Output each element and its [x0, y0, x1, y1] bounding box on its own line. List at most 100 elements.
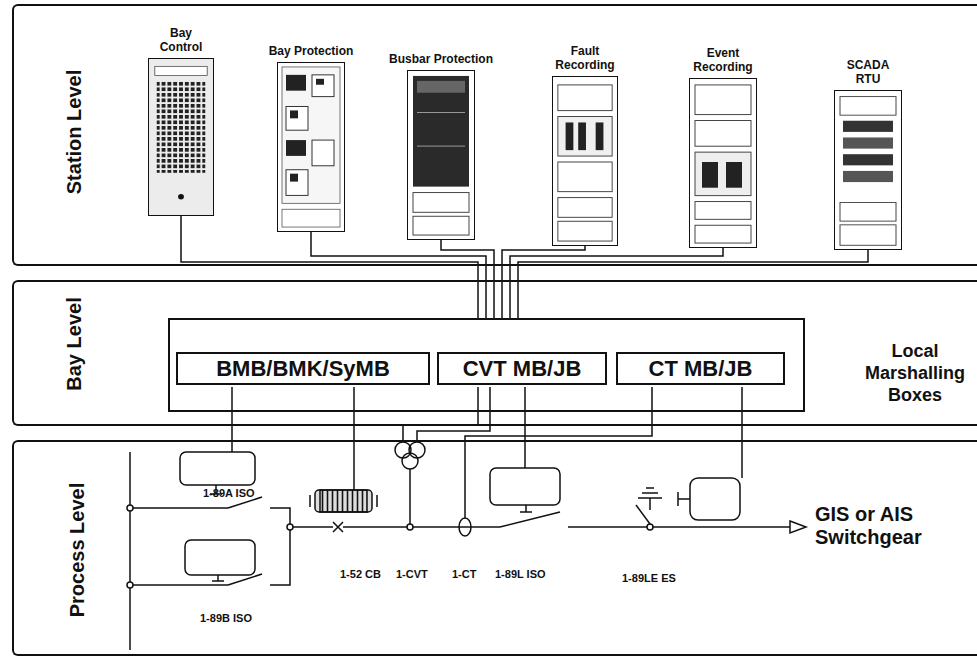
single-line-diagram — [343, 526, 500, 528]
band-label: Process Level — [66, 483, 89, 618]
cab-head: Busbar Protection — [376, 52, 506, 66]
control-wiring — [403, 387, 478, 442]
control-wiring — [465, 387, 652, 518]
control-wiring — [417, 387, 490, 442]
motor-actuator — [185, 540, 255, 575]
motor-actuator — [212, 575, 224, 581]
earth-switch — [636, 505, 650, 524]
voltage-transformer — [402, 453, 418, 469]
ib-text: CVT MB/JB — [463, 356, 582, 382]
single-line-diagram — [270, 508, 290, 527]
marshalling-box: CT MB/JB — [616, 352, 785, 385]
single-line-diagram — [500, 512, 560, 527]
device-label: 1-52 CB — [340, 568, 381, 581]
control-wiring — [353, 387, 355, 490]
cab-head: SCADA RTU — [837, 58, 899, 86]
cabinet-body — [834, 90, 902, 250]
cabinet-body — [552, 76, 618, 246]
voltage-transformer — [409, 469, 411, 524]
voltage-transformer — [395, 442, 425, 524]
control-wiring — [231, 387, 233, 452]
cab-head: Event Recording — [683, 46, 763, 74]
single-line-diagram — [287, 524, 293, 530]
rtu-cabinet: SCADA RTU — [834, 58, 902, 250]
breaker-mechanism — [315, 490, 372, 512]
signal-cable — [311, 232, 486, 318]
cabinet-face — [278, 63, 344, 231]
marshalling-box: CVT MB/JB — [437, 352, 607, 385]
marshalling-group: Local Marshalling BoxesBMB/BMK/SyMBCVT M… — [168, 318, 805, 412]
single-line-diagram — [127, 582, 133, 588]
cabinet-body — [148, 58, 214, 216]
level-band: Station Level Bay ControlBay ProtectionBu… — [12, 4, 977, 266]
cabinet-face — [408, 71, 474, 239]
cabinet-face — [149, 59, 213, 215]
earth-switch — [638, 488, 662, 498]
signal-cable — [441, 240, 494, 318]
device-label: 1-89A ISO — [203, 487, 255, 500]
ib-text: BMB/BMK/SyMB — [216, 356, 390, 382]
signal-cable — [510, 248, 723, 318]
single-line-diagram — [127, 505, 133, 511]
device-label: 1-89B ISO — [200, 612, 252, 625]
cabinet-face — [149, 59, 213, 215]
single-line-diagram — [270, 527, 290, 585]
cabinet-face — [553, 77, 617, 245]
device-label: 1-89LE ES — [622, 572, 676, 585]
cab-head: Bay Protection — [256, 44, 366, 58]
motor-actuator — [690, 478, 740, 520]
single-line-diagram — [127, 452, 806, 650]
cabinet-face — [690, 79, 756, 247]
device-label: 1-89L ISO — [495, 568, 546, 581]
control-wiring — [232, 387, 742, 518]
band-label: Station Level — [63, 70, 86, 194]
band-label: Bay Level — [63, 297, 86, 390]
cabinet-face — [278, 63, 344, 231]
cabinet-face — [690, 79, 756, 247]
cabinet-face — [835, 91, 901, 249]
breaker-mechanism — [310, 495, 377, 507]
marshalling-box: BMB/BMK/SyMB — [176, 352, 430, 385]
control-wiring — [524, 387, 526, 468]
earth-switch — [636, 488, 662, 524]
earth-switch — [649, 498, 651, 510]
single-line-diagram — [647, 524, 653, 530]
cabinet-face — [553, 77, 617, 245]
motor-actuator — [520, 505, 532, 512]
mb-label: Local Marshalling Boxes — [859, 340, 971, 406]
cab-head: Fault Recording — [547, 44, 623, 72]
equipment-label: GIS or AIS Switchgear — [815, 503, 955, 549]
device-label: 1-CT — [452, 568, 476, 581]
signal-cable — [518, 250, 868, 318]
single-line-diagram — [568, 526, 790, 528]
motor-actuator — [180, 452, 740, 581]
protection-cabinet: Bay Protection — [256, 44, 366, 232]
level-band: Bay LevelLocal Marshalling BoxesBMB/BMK/… — [12, 280, 977, 426]
single-line-diagram — [790, 521, 806, 533]
ib-text: CT MB/JB — [649, 356, 753, 382]
single-line-diagram — [130, 507, 228, 509]
single-line-diagram — [290, 526, 333, 528]
current-transformer — [459, 518, 471, 536]
motor-actuator — [678, 492, 690, 506]
breaker-mechanism — [310, 490, 377, 512]
cabinet-body — [277, 62, 345, 232]
recorder-cabinet: Event Recording — [683, 46, 763, 248]
cab-head: Bay Control — [151, 26, 211, 54]
device-label: 1-CVT — [396, 568, 428, 581]
protection-cabinet: Busbar Protection — [376, 52, 506, 240]
cabinet-face — [835, 91, 901, 249]
signal-cable — [502, 246, 585, 318]
cabinet-body — [689, 78, 757, 248]
motor-actuator — [490, 468, 560, 505]
control-cabinet: Bay Control — [148, 26, 214, 216]
single-line-diagram — [333, 522, 343, 532]
motor-actuator — [180, 452, 255, 485]
cabinet-body — [407, 70, 475, 240]
single-line-diagram — [129, 452, 131, 650]
voltage-transformer — [409, 442, 425, 458]
recorder-cabinet: Fault Recording — [547, 44, 623, 246]
breaker-mechanism — [320, 490, 367, 512]
